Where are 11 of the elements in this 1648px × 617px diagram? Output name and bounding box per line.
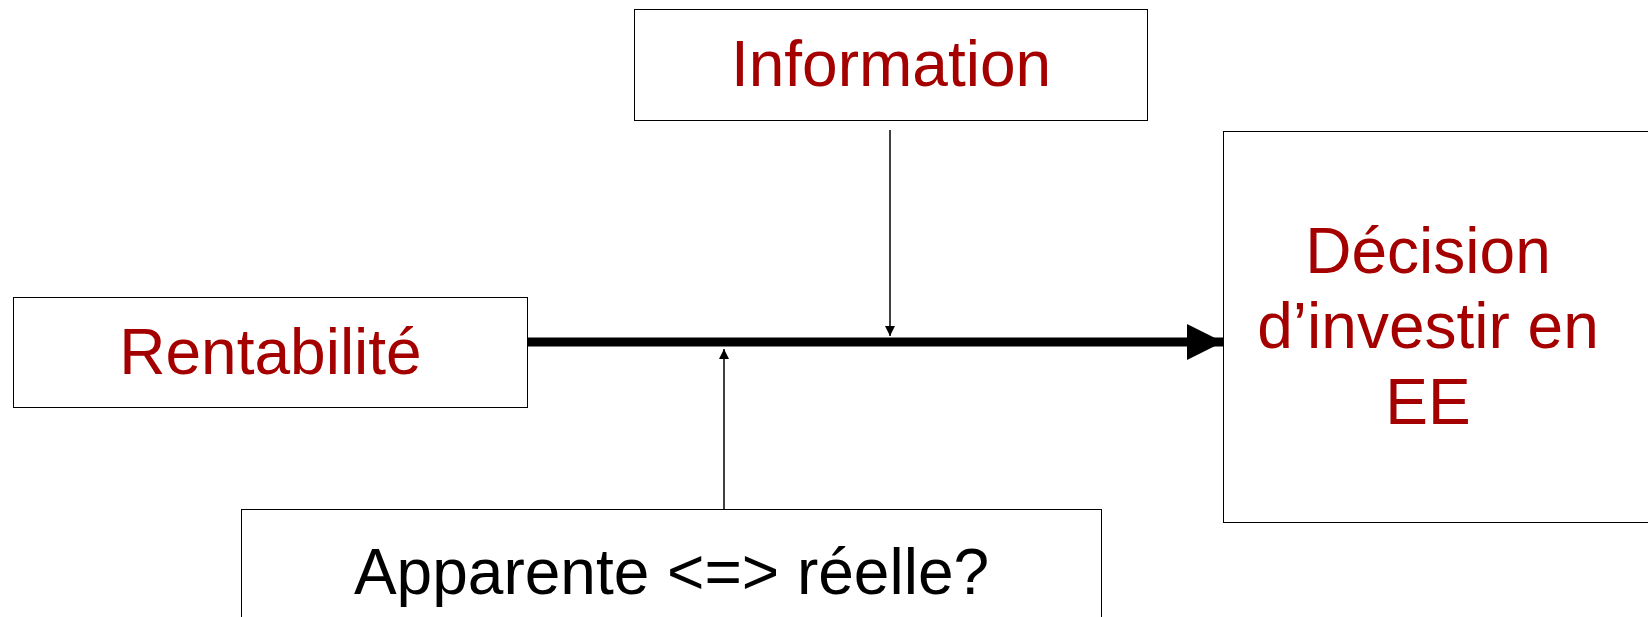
text-box [13, 297, 528, 408]
box-label: Rentabilité [119, 314, 422, 390]
text-box [1223, 131, 1648, 523]
thick-arrow [528, 324, 1223, 360]
arrow [719, 348, 729, 510]
text-box [241, 509, 1102, 617]
arrow [885, 129, 895, 337]
box-label: Information [730, 27, 1052, 103]
text-box [634, 9, 1148, 121]
box-label: Apparente <=> réelle? [353, 535, 990, 611]
box-label: Décision d’investir en EE [1256, 213, 1600, 440]
